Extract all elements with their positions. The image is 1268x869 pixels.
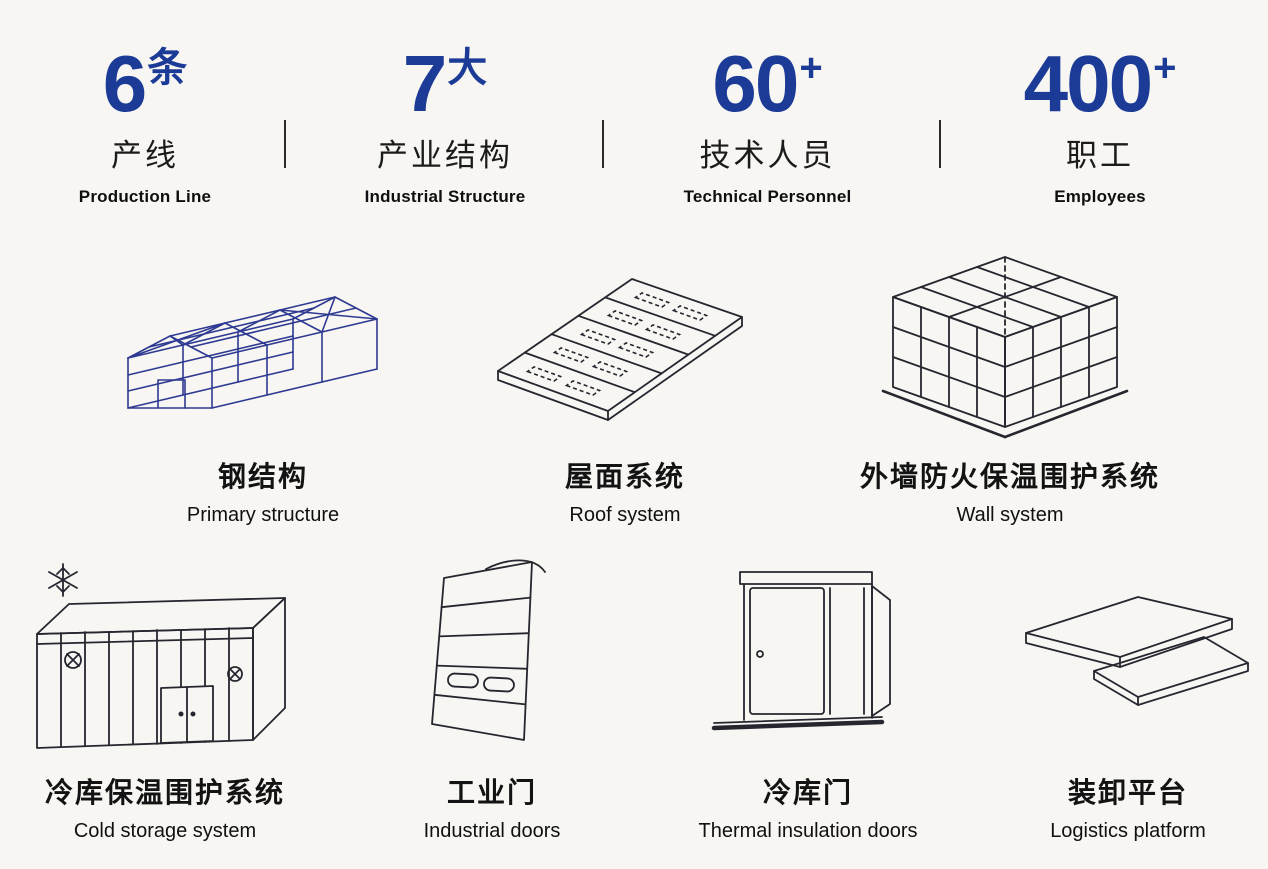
stat-technical-personnel: 60 + 技术人员 Technical Personnel <box>650 44 885 207</box>
product-label-en: Wall system <box>956 504 1064 526</box>
product-label-en: Thermal insulation doors <box>698 820 918 842</box>
stat-label-zh: 职工 <box>1066 138 1134 173</box>
cold-storage-icon <box>5 548 325 763</box>
wall-system-icon <box>820 245 1200 445</box>
product-steel-structure: 钢结构 Primary structure <box>73 245 453 527</box>
product-label-zh: 冷库门 <box>762 777 853 808</box>
stat-number: 6 <box>102 39 147 128</box>
steel-structure-icon <box>73 245 453 445</box>
product-label-zh: 冷库保温围护系统 <box>44 777 285 808</box>
stat-number-row: 7 大 <box>330 44 560 124</box>
product-cold-storage-door: 冷库门 Thermal insulation doors <box>648 548 968 843</box>
stat-industrial-structure: 7 大 产业结构 Industrial Structure <box>330 44 560 207</box>
stat-label-en: Production Line <box>78 187 212 206</box>
product-roof-system: 屋面系统 Roof system <box>435 245 815 527</box>
stat-divider <box>284 120 286 168</box>
product-label-en: Roof system <box>569 504 681 526</box>
stat-suffix: 大 <box>447 46 488 90</box>
stat-production-line: 6 条 产线 Production Line <box>25 44 265 207</box>
stat-label-en: Employees <box>1054 187 1146 206</box>
stat-suffix: 条 <box>147 46 188 90</box>
stat-label-zh: 产线 <box>111 138 179 173</box>
roof-system-icon <box>435 245 815 445</box>
product-cold-storage: 冷库保温围护系统 Cold storage system <box>5 548 325 843</box>
stat-number: 400 <box>1023 39 1153 128</box>
product-label-en: Industrial doors <box>423 820 561 842</box>
stat-label-en: Industrial Structure <box>364 187 526 206</box>
stat-suffix: + <box>1153 46 1177 90</box>
stat-number: 60 <box>712 39 799 128</box>
product-label-en: Logistics platform <box>1050 820 1206 842</box>
product-label-zh: 屋面系统 <box>564 461 685 492</box>
stat-number-row: 400 + <box>985 44 1215 124</box>
stat-label-en: Technical Personnel <box>683 187 852 206</box>
product-industrial-door: 工业门 Industrial doors <box>332 548 652 843</box>
product-label-zh: 外墙防火保温围护系统 <box>859 461 1160 492</box>
product-wall-system: 外墙防火保温围护系统 Wall system <box>820 245 1200 527</box>
stat-label-zh: 技术人员 <box>699 138 836 173</box>
stat-number: 7 <box>402 39 447 128</box>
product-label-zh: 工业门 <box>446 777 537 808</box>
product-loading-platform: 装卸平台 Logistics platform <box>968 548 1268 843</box>
cold-storage-door-icon <box>648 548 968 763</box>
product-label-zh: 钢结构 <box>217 461 308 492</box>
stat-number-row: 60 + <box>650 44 885 124</box>
stat-label-zh: 产业结构 <box>377 138 513 173</box>
industrial-door-icon <box>332 548 652 763</box>
stat-divider <box>602 120 604 168</box>
product-label-zh: 装卸平台 <box>1067 777 1188 808</box>
stat-number-row: 6 条 <box>25 44 265 124</box>
stat-divider <box>939 120 941 168</box>
stat-employees: 400 + 职工 Employees <box>985 44 1215 207</box>
stat-suffix: + <box>799 46 823 90</box>
product-label-en: Primary structure <box>186 504 340 526</box>
loading-platform-icon <box>968 548 1268 763</box>
product-label-en: Cold storage system <box>73 820 257 842</box>
